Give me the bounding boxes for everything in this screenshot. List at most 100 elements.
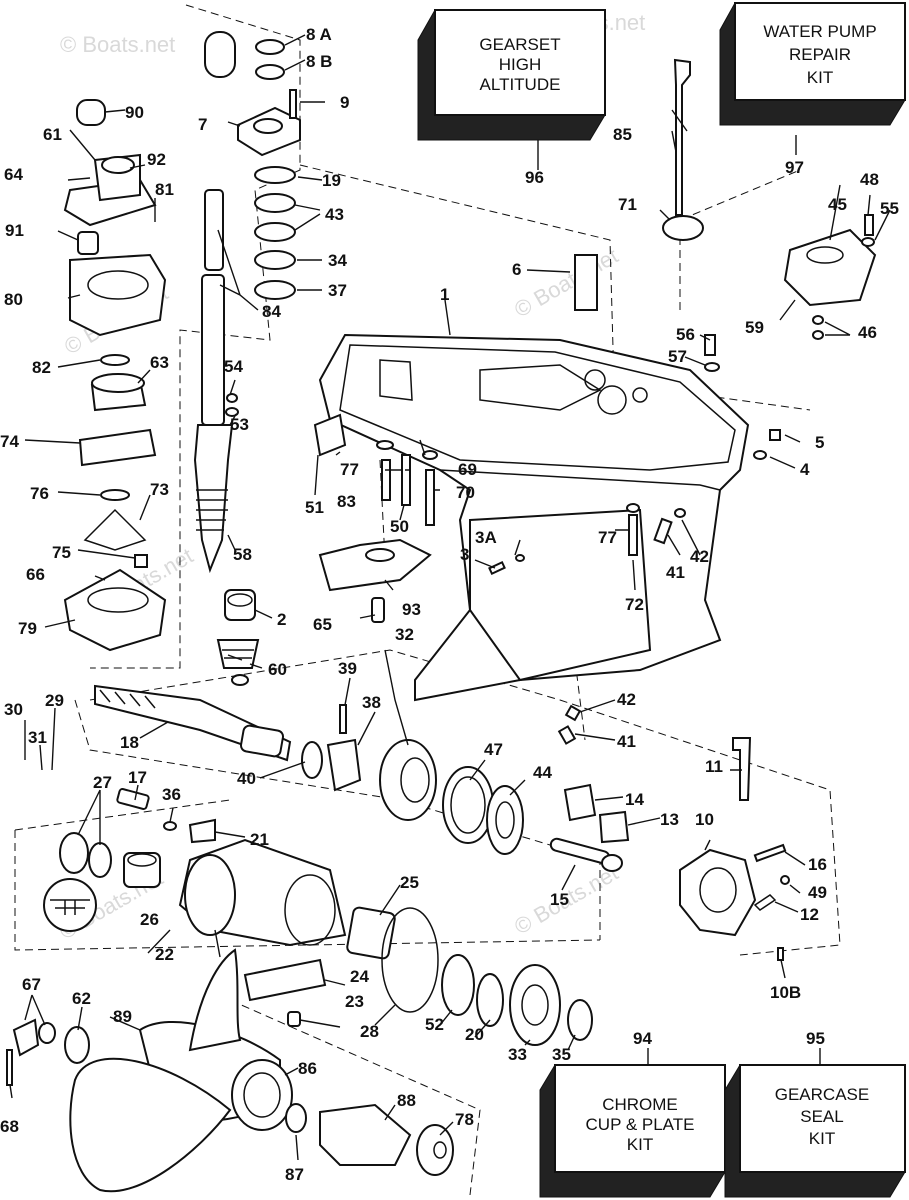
kit-box xyxy=(739,1064,906,1173)
shift-lever xyxy=(732,737,752,801)
callout-10b: 10B xyxy=(770,983,801,1002)
driveshaft-upper xyxy=(204,189,224,271)
callout-80: 80 xyxy=(4,290,23,309)
water-tube xyxy=(673,58,691,216)
callout-94: 94 xyxy=(633,1029,652,1048)
svg-text:CHROME: CHROME xyxy=(602,1095,678,1114)
callout-79: 79 xyxy=(18,619,37,638)
callout-85: 85 xyxy=(613,125,632,144)
bearing-carrier-housing xyxy=(679,848,757,937)
cam-follower xyxy=(598,810,630,844)
thrust-hub xyxy=(319,1103,412,1166)
housing-fasteners xyxy=(313,413,686,745)
watermark: © Boats.net xyxy=(510,243,622,322)
callout-76: 76 xyxy=(30,484,49,503)
callout-43: 43 xyxy=(325,205,344,224)
svg-text:KIT: KIT xyxy=(807,68,833,87)
callout-97: 97 xyxy=(785,158,804,177)
propshaft-gear-assembly xyxy=(94,684,790,961)
svg-text:ALTITUDE: ALTITUDE xyxy=(480,75,561,94)
pump-base xyxy=(69,253,167,337)
callout-50: 50 xyxy=(390,517,409,536)
tube-grommet xyxy=(662,215,704,241)
callout-20: 20 xyxy=(465,1025,484,1044)
callout-47: 47 xyxy=(484,740,503,759)
callout-38: 38 xyxy=(362,693,381,712)
retainer xyxy=(188,818,216,844)
clutch-dog xyxy=(326,738,362,792)
callout-2: 2 xyxy=(277,610,286,629)
callout-5: 5 xyxy=(815,433,824,452)
water-pump-top-plate xyxy=(783,228,877,307)
forward-gear xyxy=(509,964,561,1046)
pinion-gear xyxy=(216,639,260,669)
callout-14: 14 xyxy=(625,790,644,809)
callout-71: 71 xyxy=(618,195,637,214)
callout-29: 29 xyxy=(45,691,64,710)
callout-60: 60 xyxy=(268,660,287,679)
top-seal-stack xyxy=(204,31,301,300)
watermark: © Boats.net xyxy=(60,32,175,57)
roller-bearing xyxy=(224,589,256,621)
callout-91: 91 xyxy=(5,221,24,240)
propeller-blade-upper xyxy=(188,948,242,1052)
right-upper-parts xyxy=(574,58,877,460)
carrier-bearing xyxy=(346,906,396,960)
callout-63: 63 xyxy=(150,353,169,372)
callout-56: 56 xyxy=(676,325,695,344)
callout-53: 53 xyxy=(230,415,249,434)
callout-84: 84 xyxy=(262,302,281,321)
callout-23: 23 xyxy=(345,992,364,1011)
svg-text:WATER PUMP: WATER PUMP xyxy=(763,22,876,41)
callout-3a: 3A xyxy=(475,528,497,547)
kit-box xyxy=(554,1064,726,1173)
callout-87: 87 xyxy=(285,1165,304,1184)
callout-24: 24 xyxy=(350,967,369,986)
callout-83: 83 xyxy=(337,492,356,511)
callout-16: 16 xyxy=(808,855,827,874)
callout-4: 4 xyxy=(800,460,810,479)
thrust-washer xyxy=(301,741,323,779)
callout-42-lower: 42 xyxy=(617,690,636,709)
callout-8b: 8 B xyxy=(306,52,332,71)
callout-64: 64 xyxy=(4,165,23,184)
callout-42-upper: 42 xyxy=(690,547,709,566)
driveshaft-assembly xyxy=(193,189,260,686)
driveshaft-pinion-end xyxy=(193,424,234,574)
callout-15: 15 xyxy=(550,890,569,909)
spacer xyxy=(416,1124,454,1176)
callout-96: 96 xyxy=(525,168,544,187)
seal-detail-circle xyxy=(43,878,97,932)
callout-73: 73 xyxy=(150,480,169,499)
propeller-blade-lower xyxy=(69,1057,232,1193)
callout-10: 10 xyxy=(695,810,714,829)
callout-51: 51 xyxy=(305,498,324,517)
callout-8a: 8 A xyxy=(306,25,332,44)
callout-90: 90 xyxy=(125,103,144,122)
callout-48: 48 xyxy=(860,170,879,189)
callout-7: 7 xyxy=(198,115,207,134)
callout-34: 34 xyxy=(328,251,347,270)
impeller xyxy=(78,428,157,467)
callout-81: 81 xyxy=(155,180,174,199)
kit-chrome-cup-plate: CHROME CUP & PLATE KIT xyxy=(539,1064,726,1198)
callout-labels: 1 2 3 3A 4 5 6 7 8 A 8 B 9 10 10B 11 12 … xyxy=(0,25,899,1184)
pump-plate xyxy=(63,568,167,652)
callout-82: 82 xyxy=(32,358,51,377)
pin xyxy=(339,704,347,734)
kit-water-pump-repair: WATER PUMP REPAIR KIT xyxy=(719,2,906,126)
callout-86: 86 xyxy=(298,1059,317,1078)
propeller-assembly xyxy=(6,948,454,1193)
callout-21: 21 xyxy=(250,830,269,849)
callout-27: 27 xyxy=(93,773,112,792)
screw xyxy=(704,334,716,356)
carrier-shim-plate xyxy=(243,958,327,1002)
callout-66: 66 xyxy=(26,565,45,584)
kit-gearcase-seal: GEARCASE SEAL KIT xyxy=(724,1064,906,1198)
callout-69: 69 xyxy=(458,460,477,479)
svg-text:KIT: KIT xyxy=(809,1129,835,1148)
callout-52: 52 xyxy=(425,1015,444,1034)
callout-68: 68 xyxy=(0,1117,19,1136)
detent xyxy=(563,783,597,822)
